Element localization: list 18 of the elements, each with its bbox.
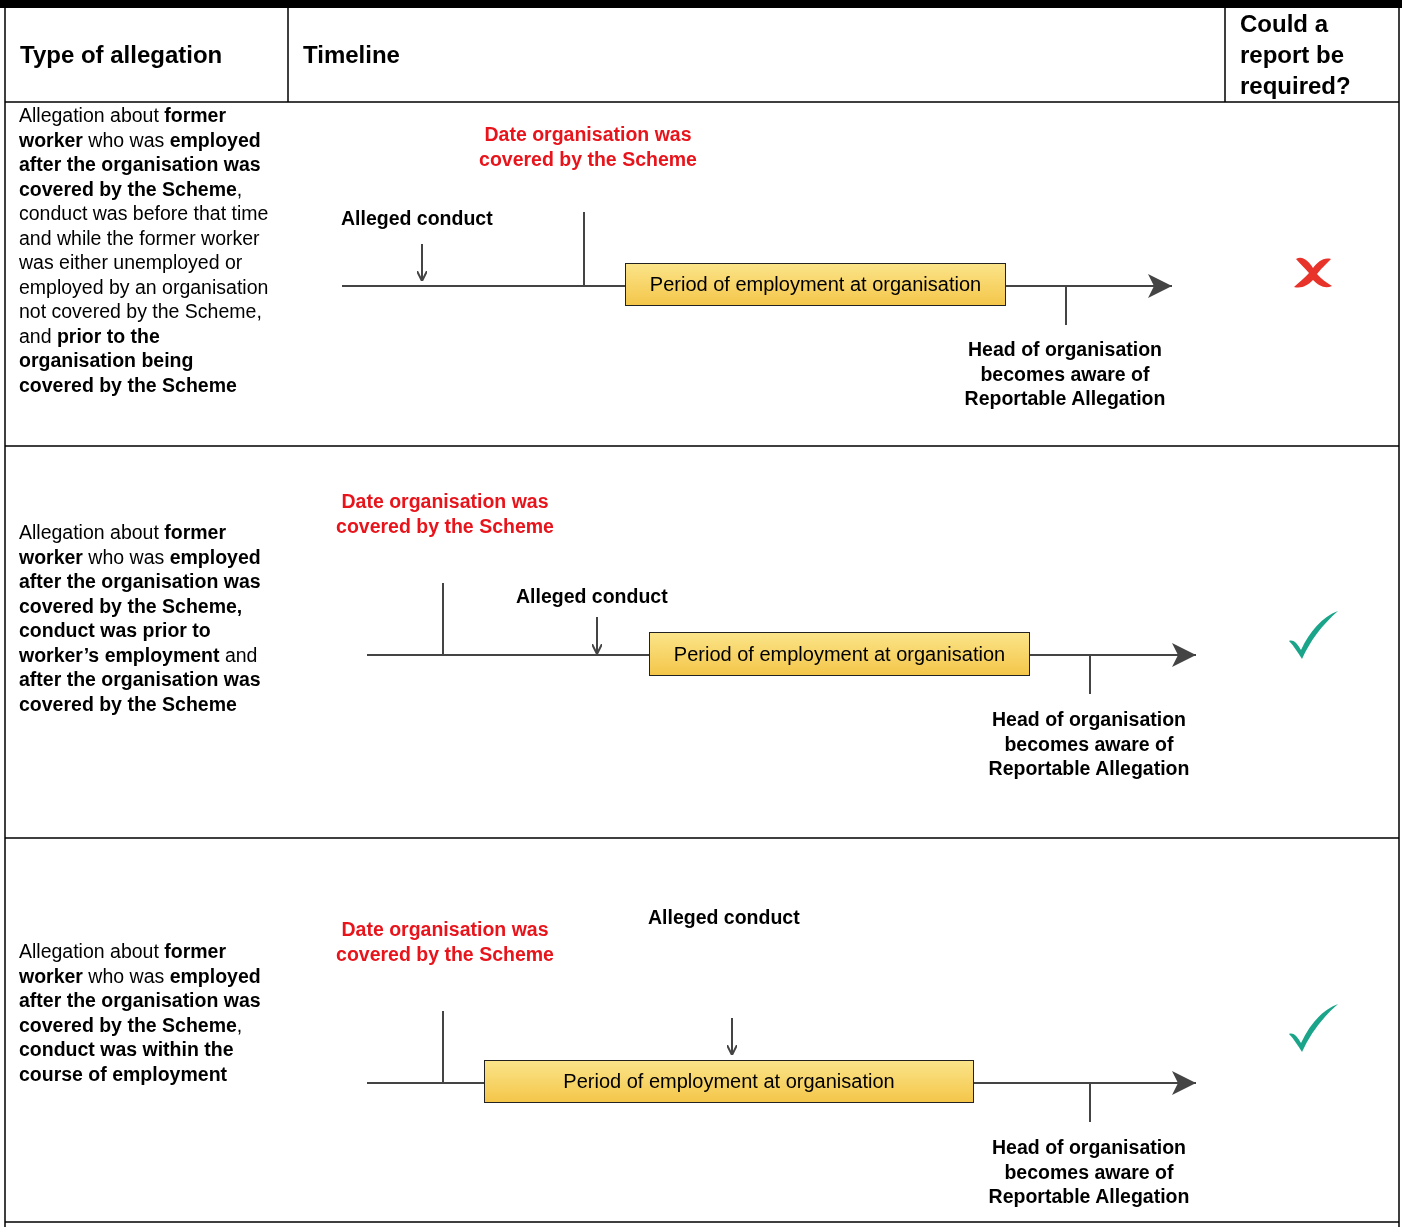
column-header: Timeline [303,40,401,70]
event-label: Alleged conduct [341,206,494,231]
date-label: Date organisation was covered by the Scheme [478,122,698,172]
event-label: Head of organisation becomes aware of Reportable Allegation [987,707,1191,781]
period-box: Period of employment at organisation [625,263,1006,306]
allegation-description: Allegation about former worker who was employed after the organisation was covered by the Scheme, conduct was before that time and while the former worker was either unemployed or employed by an organisation not covered by the Scheme, and prior to the organisation being covered by the Scheme [19,103,269,397]
column-header: Type of allegation [20,40,224,70]
event-label: Alleged conduct [516,584,669,609]
period-box: Period of employment at organisation [649,632,1030,676]
allegation-description: Allegation about former worker who was employed after the organisation was covered by the Scheme, conduct was within the course of employment [19,939,262,1086]
event-label: Head of organisation becomes aware of Reportable Allegation [963,337,1167,411]
date-label: Date organisation was covered by the Scheme [335,489,555,539]
event-label: Alleged conduct [648,905,801,930]
column-header: Could a report be required? [1240,9,1352,101]
event-label: Head of organisation becomes aware of Reportable Allegation [987,1135,1191,1209]
allegation-description: Allegation about former worker who was employed after the organisation was covered by the Scheme, conduct was prior to worker’s employment and after the organisation was covered by the Scheme [19,520,262,716]
date-label: Date organisation was covered by the Scheme [335,917,555,967]
period-box: Period of employment at organisation [484,1060,974,1103]
